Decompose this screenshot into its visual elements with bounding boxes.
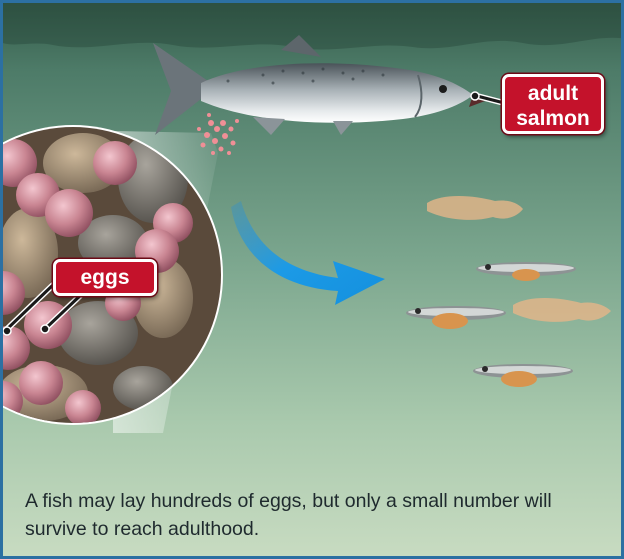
adult-salmon-label: adult salmon xyxy=(502,74,604,134)
eggs-label: eggs xyxy=(53,259,157,296)
adult-salmon-label-line2: salmon xyxy=(505,106,601,131)
caption-text: A fish may lay hundreds of eggs, but onl… xyxy=(25,487,615,543)
adult-salmon-label-line1: adult xyxy=(505,81,601,106)
background-vegetation xyxy=(3,3,624,50)
